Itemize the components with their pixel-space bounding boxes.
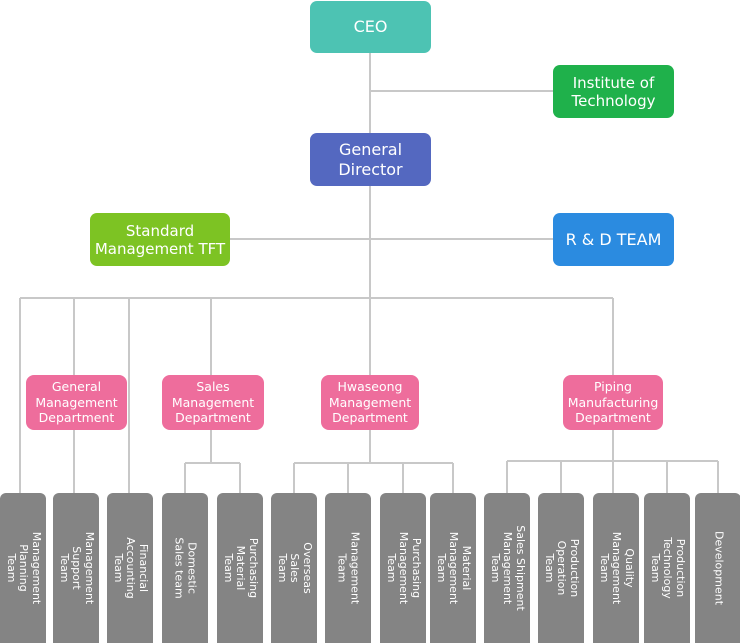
team-sales-shipment-management: Sales Shipment Management Team (484, 493, 530, 643)
dept-hwaseong-management: Hwaseong Management Department (321, 375, 419, 430)
team-material-management: Material Management Team (430, 493, 476, 643)
team-production-technology: Production Technology Team (644, 493, 690, 643)
team-management: Management Team (325, 493, 371, 643)
team-management-planning: Management Planning Team (0, 493, 46, 643)
team-production-operation: Production Operation Team (538, 493, 584, 643)
team-development: Development (695, 493, 740, 643)
team-financial-accounting: Financial Accounting Team (107, 493, 153, 643)
team-purchasing-management: Purchasing Management Team (380, 493, 426, 643)
team-domestic-sales: Domestic Sales team (162, 493, 208, 643)
dept-general-management: General Management Department (26, 375, 127, 430)
dept-sales-management: Sales Management Department (162, 375, 264, 430)
team-quality-management: Quality Management Team (593, 493, 639, 643)
general-director-node: General Director (310, 133, 431, 186)
standard-management-tft-node: Standard Management TFT (90, 213, 230, 266)
team-purchasing-material: Purchasing Material Team (217, 493, 263, 643)
team-management-support: Management Support Team (53, 493, 99, 643)
rd-team-node: R & D TEAM (553, 213, 674, 266)
institute-of-technology-node: Institute of Technology (553, 65, 674, 118)
dept-piping-manufacturing: Piping Manufacturing Department (563, 375, 663, 430)
team-overseas-sales: Overseas Sales Team (271, 493, 317, 643)
ceo-node: CEO (310, 1, 431, 53)
